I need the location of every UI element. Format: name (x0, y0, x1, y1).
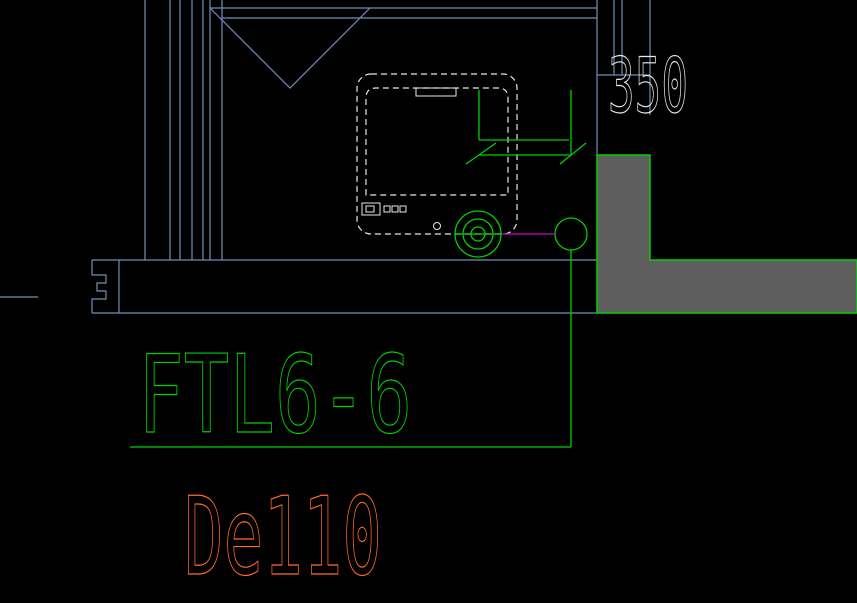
concrete-hatch (596, 154, 857, 314)
wall-lines (144, 0, 651, 260)
pipe-tag-label: FTL6-6 (138, 333, 412, 458)
triangle-outline (209, 7, 371, 89)
floor-slab (0, 259, 597, 314)
fixture-details (361, 87, 457, 230)
fixture-outline (356, 73, 518, 235)
dimension-label: 350 (608, 41, 688, 130)
pipe-size-label: De110 (184, 475, 382, 600)
